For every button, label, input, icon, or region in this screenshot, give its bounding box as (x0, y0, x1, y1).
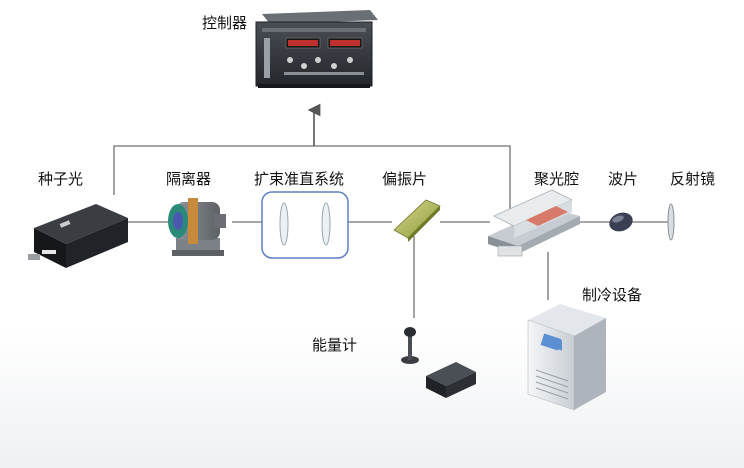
isolator-label: 隔离器 (166, 170, 212, 188)
mirror-label: 反射镜 (670, 170, 716, 188)
pump-chamber-label: 聚光腔 (534, 170, 580, 188)
pump-chamber-device (488, 189, 580, 257)
energy-meter-label: 能量计 (312, 336, 358, 354)
polarizer-device (393, 199, 441, 242)
cooling-unit-device (527, 304, 606, 411)
seed-light-label: 种子光 (38, 170, 84, 188)
cooling-unit-label: 制冷设备 (582, 286, 643, 304)
beam-expander-device (261, 191, 349, 259)
energy-meter-device (401, 327, 476, 398)
wave-plate-label: 波片 (608, 170, 639, 188)
wave-plate-device (609, 212, 633, 232)
control-bus-line (113, 145, 511, 210)
mirror-device (667, 203, 675, 241)
seed-light-device (28, 204, 128, 268)
cooling-vent-grille (535, 369, 569, 400)
isolator-device (168, 198, 226, 256)
polarizer-label: 偏振片 (382, 170, 428, 188)
beam-expander-label: 扩束准直系统 (254, 170, 345, 188)
floor-shade (0, 330, 744, 468)
controller-device (255, 10, 378, 88)
controller-label: 控制器 (202, 14, 248, 32)
